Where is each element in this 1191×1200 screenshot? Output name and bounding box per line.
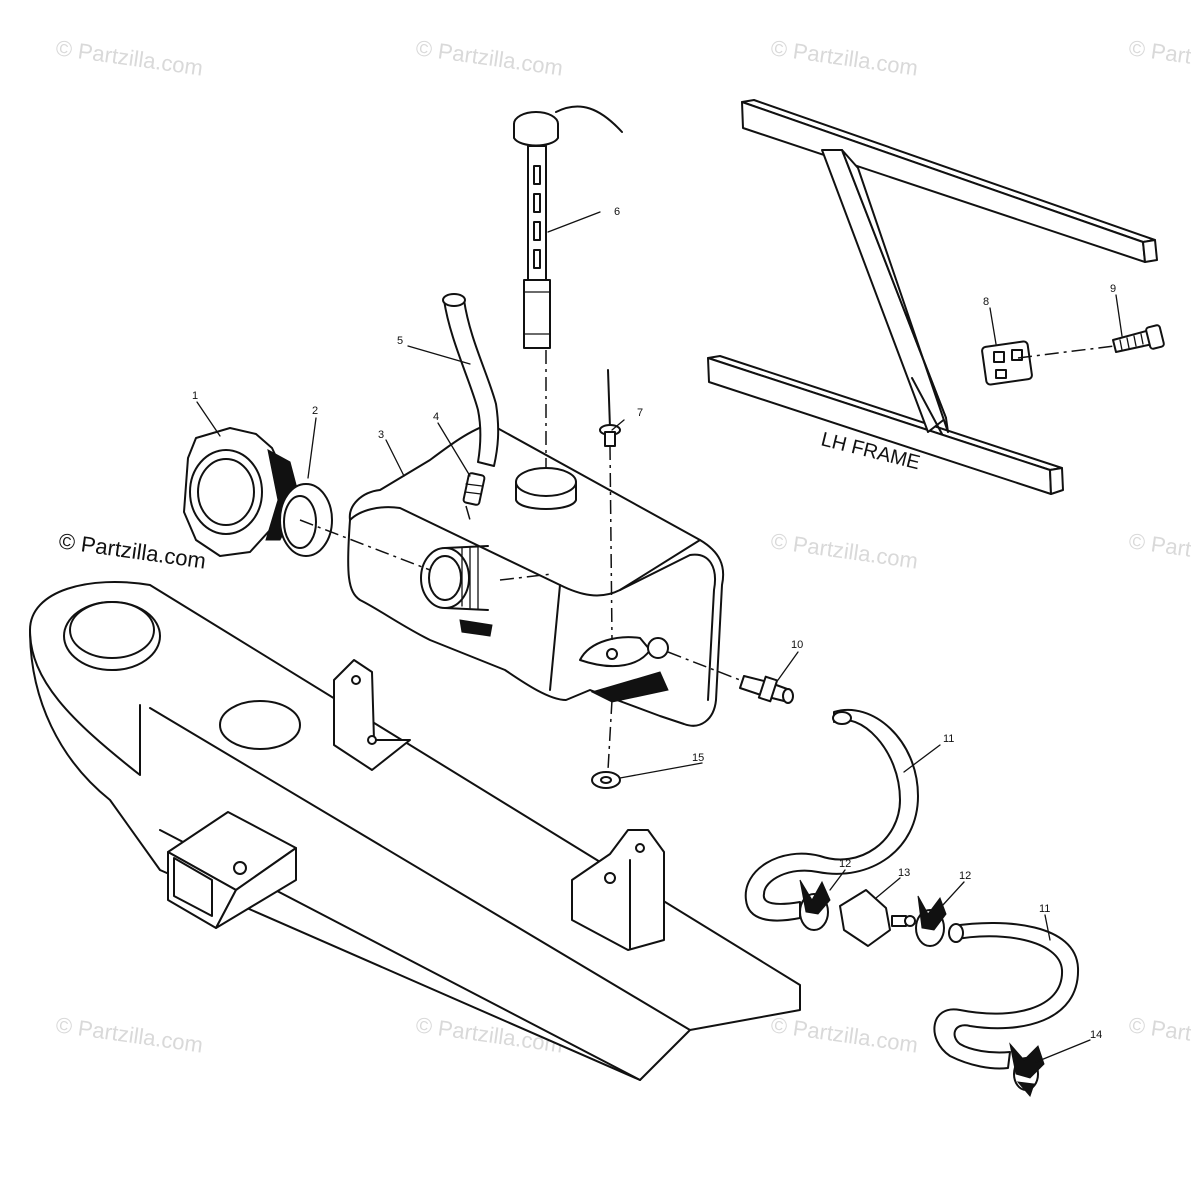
hose-clamp-part-c	[1009, 1042, 1045, 1097]
gas-cap-part	[183, 427, 301, 557]
callout-2: 2	[312, 405, 318, 417]
callout-13: 13	[898, 867, 910, 879]
clip-part	[981, 340, 1033, 386]
elbow-fitting-part	[739, 675, 794, 704]
fuel-hose-lower-part	[933, 921, 1080, 1070]
fuel-gauge-part	[513, 105, 623, 349]
callout-8: 8	[983, 296, 989, 308]
gasket-part	[279, 483, 333, 557]
assembly-centerlines	[299, 345, 1115, 771]
copyright-label: © Partzilla.com	[57, 528, 207, 573]
fuel-filter-part	[839, 889, 916, 947]
watermark-text: © Partzilla.com	[769, 528, 919, 573]
watermark-text: © Partzilla.com	[1127, 528, 1191, 573]
hose-clamp-part-a	[799, 879, 831, 931]
lh-frame-part	[707, 99, 1158, 495]
callout-15: 15	[692, 752, 704, 764]
bolt-part	[1112, 324, 1165, 353]
callout-1: 1	[192, 390, 198, 402]
pin-part	[599, 369, 621, 447]
washer-part	[591, 771, 621, 789]
fitting-part	[462, 472, 486, 506]
callout-10: 10	[791, 639, 803, 651]
hitch-beam-part	[29, 581, 801, 1081]
callout-9: 9	[1110, 283, 1116, 295]
fuel-hose-upper-part	[744, 709, 919, 922]
watermark-text: © Partzilla.com	[1127, 1012, 1191, 1057]
callout-6: 6	[614, 206, 620, 218]
callout-11-upper: 11	[943, 733, 954, 745]
watermark-text: © Partzilla.com	[1127, 35, 1191, 80]
callout-12-right: 12	[959, 870, 971, 882]
watermark-text: © Partzilla.com	[769, 1012, 919, 1057]
watermark-text: © Partzilla.com	[414, 35, 564, 80]
watermark-text: © Partzilla.com	[769, 35, 919, 80]
watermark-text: © Partzilla.com	[54, 35, 204, 80]
hose-clamp-part-b	[915, 895, 947, 947]
callout-7: 7	[637, 407, 643, 419]
callout-12-left: 12	[839, 858, 851, 870]
callout-4: 4	[433, 411, 439, 423]
callout-leaders	[196, 211, 1123, 1063]
callout-labels: 1 2 3 4 5 6 7 8 9 10 11 12 13 12 11 14 1…	[192, 206, 1116, 1041]
callout-11-lower: 11	[1039, 903, 1050, 915]
callout-5: 5	[397, 335, 403, 347]
callout-3: 3	[378, 429, 384, 441]
fuel-tank-part	[347, 423, 725, 727]
callout-14: 14	[1090, 1029, 1102, 1041]
watermark-text: © Partzilla.com	[54, 1012, 204, 1057]
vent-hose-part	[442, 293, 500, 467]
